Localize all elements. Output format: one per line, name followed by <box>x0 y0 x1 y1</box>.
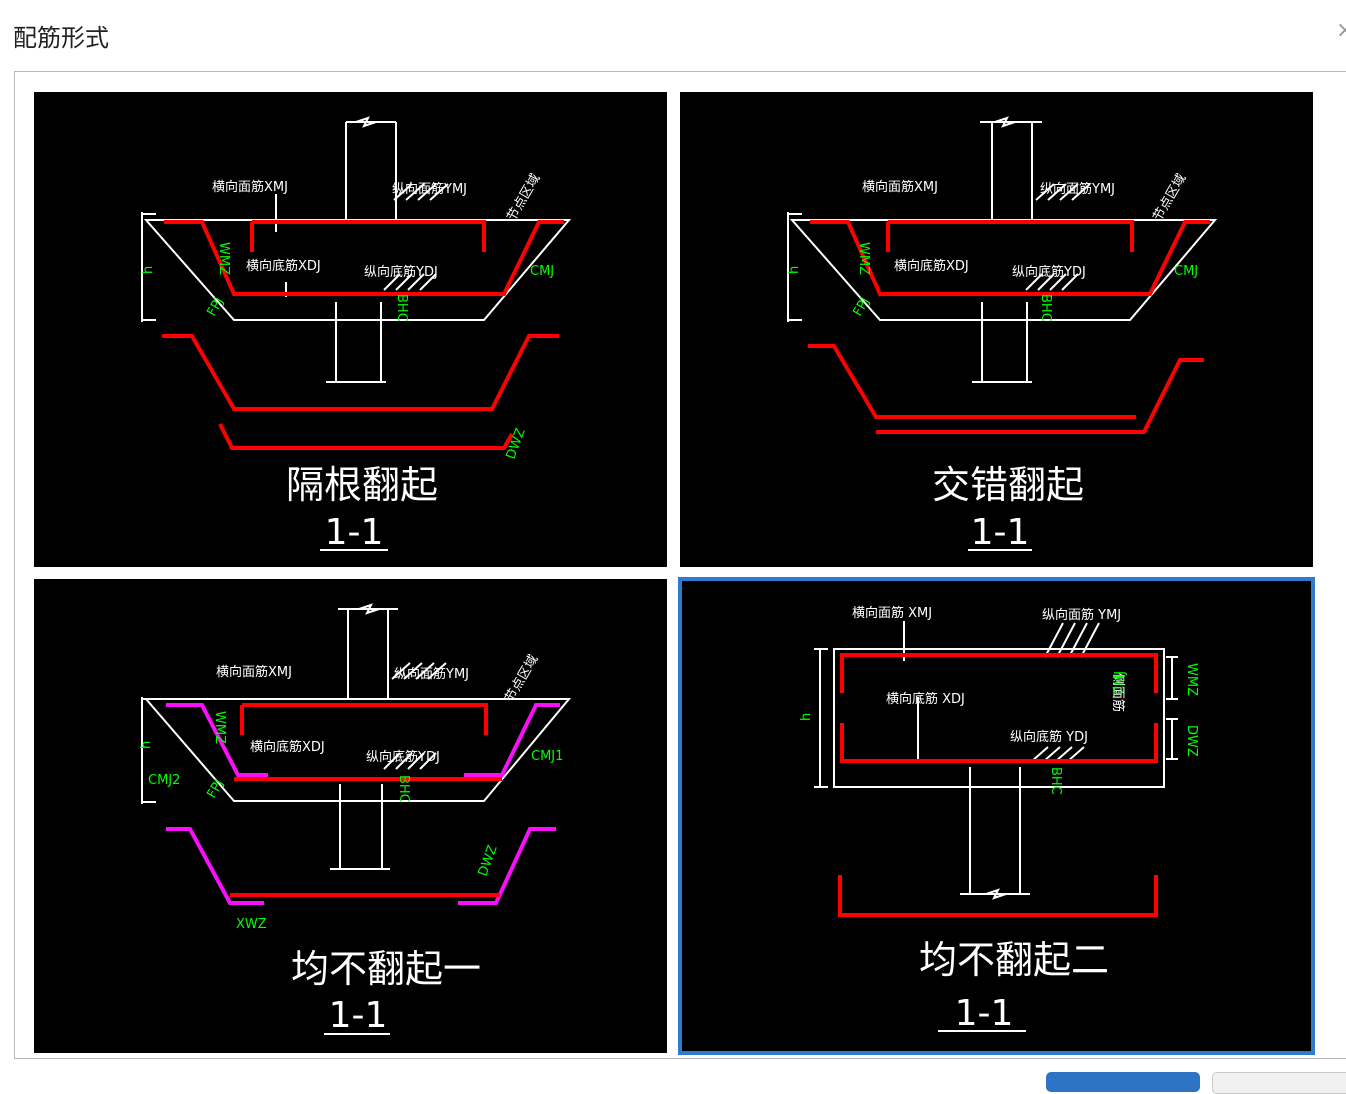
label-dwz: DWZ <box>504 426 529 461</box>
label-h: h <box>799 713 814 721</box>
label-wmz: WMZ <box>856 242 871 275</box>
option-no-bent-one[interactable]: 横向面筋XMJ 纵向面筋YMJ 横向底筋XDJ 纵向底筋YDJ 节点区域 WMZ… <box>34 579 667 1053</box>
label-xwz: XWZ <box>236 917 267 932</box>
label-cmj: CMJ <box>530 264 554 279</box>
cancel-button[interactable] <box>1212 1072 1346 1094</box>
label-xdj: 横向底筋 XDJ <box>886 691 965 707</box>
label-ydj: 纵向底筋YDJ <box>366 749 440 765</box>
label-ydj: 纵向底筋YDJ <box>1012 264 1086 280</box>
label-dwz: DWZ <box>1184 725 1199 757</box>
option-alternate-bent[interactable]: 横向面筋XMJ 纵向面筋YMJ 横向底筋XDJ 纵向底筋YDJ 节点区域 WMZ… <box>34 92 667 567</box>
label-fpj: FPJ <box>204 777 227 801</box>
label-fpj: FPJ <box>850 295 873 319</box>
ok-button[interactable] <box>1046 1072 1200 1092</box>
label-h: h <box>141 266 156 274</box>
label-fpj: FPJ <box>204 295 227 319</box>
label-wmz: WMZ <box>216 242 231 275</box>
option-staggered-bent[interactable]: 横向面筋XMJ 纵向面筋YMJ 横向底筋XDJ 纵向底筋YDJ 节点区域 WMZ… <box>680 92 1313 567</box>
label-xmj: 横向面筋XMJ <box>212 179 288 195</box>
label-cmj2: CMJ2 <box>148 773 180 788</box>
label-bhc: BHC <box>1048 767 1063 795</box>
dialog-title: 配筋形式 <box>13 24 109 52</box>
label-xdj: 横向底筋XDJ <box>246 258 321 274</box>
label-h: h <box>139 741 154 749</box>
label-wmz: WMZ <box>212 711 227 744</box>
label-bhc: BHC <box>396 775 411 803</box>
label-bhc: BHC <box>1038 294 1053 322</box>
label-wmz: WMZ <box>1184 663 1199 696</box>
option-staggered-bent-diagram: 横向面筋XMJ 纵向面筋YMJ 横向底筋XDJ 纵向底筋YDJ 节点区域 WMZ… <box>787 116 1218 553</box>
label-ydj: 纵向底筋YDJ <box>364 264 438 280</box>
option-title: 均不翻起二 <box>919 938 1109 982</box>
option-title: 交错翻起 <box>932 463 1084 507</box>
label-ymj: 纵向面筋YMJ <box>392 181 467 197</box>
section-label: 1-1 <box>329 995 388 1036</box>
label-cmj: CMJ <box>1113 671 1128 695</box>
label-cmj1: CMJ1 <box>531 749 563 764</box>
label-ymj: 纵向面筋 YMJ <box>1042 607 1121 623</box>
label-ymj: 纵向面筋YMJ <box>394 666 469 682</box>
option-title: 均不翻起一 <box>291 947 481 991</box>
label-cmj: CMJ <box>1174 264 1198 279</box>
label-xdj: 横向底筋XDJ <box>894 258 969 274</box>
section-label: 1-1 <box>971 512 1030 553</box>
label-ymj: 纵向面筋YMJ <box>1040 181 1115 197</box>
option-no-bent-two[interactable]: 横向面筋 XMJ 纵向面筋 YMJ 横向底筋 XDJ 纵向底筋 YDJ 侧面筋 … <box>678 577 1315 1055</box>
label-xmj: 横向面筋XMJ <box>862 179 938 195</box>
label-h: h <box>787 266 802 274</box>
label-dwz: DWZ <box>476 843 501 878</box>
option-no-bent-two-diagram: 横向面筋 XMJ 纵向面筋 YMJ 横向底筋 XDJ 纵向底筋 YDJ 侧面筋 … <box>799 605 1199 1034</box>
option-no-bent-one-diagram: 横向面筋XMJ 纵向面筋YMJ 横向底筋XDJ 纵向底筋YDJ 节点区域 WMZ… <box>139 603 572 1036</box>
label-cmj-title: 侧面筋 <box>1110 673 1126 712</box>
close-icon[interactable]: × <box>1336 18 1346 43</box>
option-title: 隔根翻起 <box>286 463 438 507</box>
label-xmj: 横向面筋 XMJ <box>852 605 932 621</box>
label-bhc: BHC <box>394 294 409 322</box>
section-label: 1-1 <box>325 512 384 553</box>
label-xdj: 横向底筋XDJ <box>250 739 325 755</box>
section-label: 1-1 <box>955 993 1014 1034</box>
label-zone: 节点区域 <box>504 171 543 224</box>
label-zone: 节点区域 <box>1150 171 1189 224</box>
label-xmj: 横向面筋XMJ <box>216 664 292 680</box>
label-ydj: 纵向底筋 YDJ <box>1010 729 1088 745</box>
label-zone: 节点区域 <box>502 652 541 705</box>
option-alternate-bent-diagram: 横向面筋XMJ 纵向面筋YMJ 横向底筋XDJ 纵向底筋YDJ 节点区域 WMZ… <box>141 116 572 553</box>
